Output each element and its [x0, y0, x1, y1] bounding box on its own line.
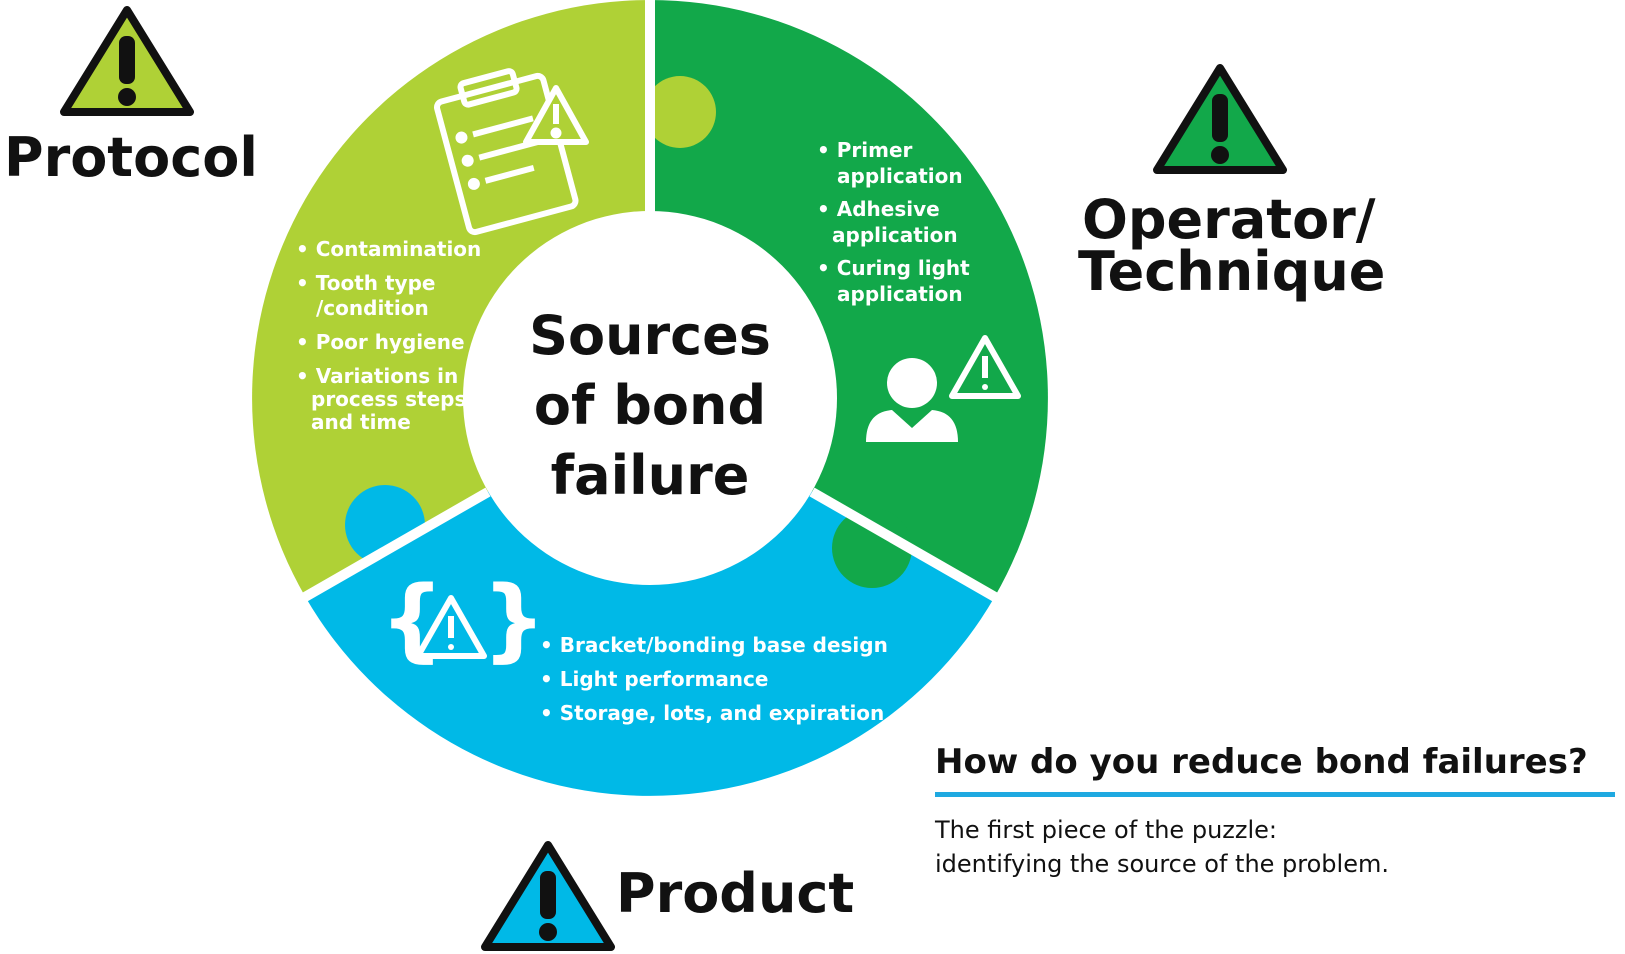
product-item-3: • Storage, lots, and expiration — [540, 701, 884, 725]
operator-warning-icon — [1153, 64, 1287, 174]
center-line-3: failure — [551, 444, 750, 507]
protocol-title: Protocol — [4, 126, 258, 189]
puzzle-knob-protocol — [644, 76, 716, 148]
info-box: How do you reduce bond failures? The fir… — [935, 742, 1615, 881]
ring — [252, 0, 1048, 796]
operator-item-2: • Adhesive — [817, 197, 940, 221]
product-item-2: • Light performance — [540, 667, 768, 691]
info-title: How do you reduce bond failures? — [935, 742, 1615, 797]
product-title: Product — [616, 862, 854, 925]
operator-title-line-1: Operator/ — [1082, 188, 1376, 251]
clipboard-warning-icon — [434, 68, 589, 236]
protocol-segment — [252, 0, 650, 597]
info-body-line-2: identifying the source of the problem. — [935, 850, 1389, 878]
info-body-line-1: The first piece of the puzzle: — [935, 816, 1277, 844]
info-body: The first piece of the puzzle: identifyi… — [935, 813, 1615, 881]
center-line-1: Sources — [529, 304, 771, 367]
operator-item-3b: application — [837, 282, 963, 306]
center-line-2: of bond — [534, 374, 766, 437]
operator-segment — [650, 0, 1048, 597]
protocol-item-2b: /condition — [316, 296, 429, 320]
product-item-1: • Bracket/bonding base design — [540, 633, 888, 657]
product-segment — [305, 398, 995, 796]
protocol-item-1: • Contamination — [296, 237, 481, 261]
operator-list: • Primer application • Adhesive applicat… — [817, 138, 970, 306]
product-list: • Bracket/bonding base design • Light pe… — [540, 633, 888, 725]
protocol-item-2: • Tooth type — [296, 271, 435, 295]
protocol-warning-icon — [60, 6, 194, 116]
operator-item-1b: application — [837, 164, 963, 188]
svg-text:}: } — [482, 567, 546, 672]
operator-item-1: • Primer — [817, 138, 913, 162]
person-warning-icon — [866, 335, 1021, 442]
protocol-item-4c: and time — [311, 410, 411, 434]
puzzle-knob-operator — [832, 508, 912, 588]
operator-title-line-2: Technique — [1078, 240, 1385, 303]
protocol-item-4: • Variations in — [296, 364, 458, 388]
protocol-item-4b: process steps — [311, 387, 466, 411]
operator-item-2b: application — [832, 223, 958, 247]
product-warning-icon — [481, 841, 615, 951]
center-title: Sources of bond failure — [529, 304, 771, 507]
operator-item-3: • Curing light — [817, 256, 970, 280]
protocol-item-3: • Poor hygiene — [296, 330, 465, 354]
braces-warning-icon: { } — [380, 567, 546, 672]
protocol-list: • Contamination • Tooth type /condition … — [296, 237, 481, 434]
